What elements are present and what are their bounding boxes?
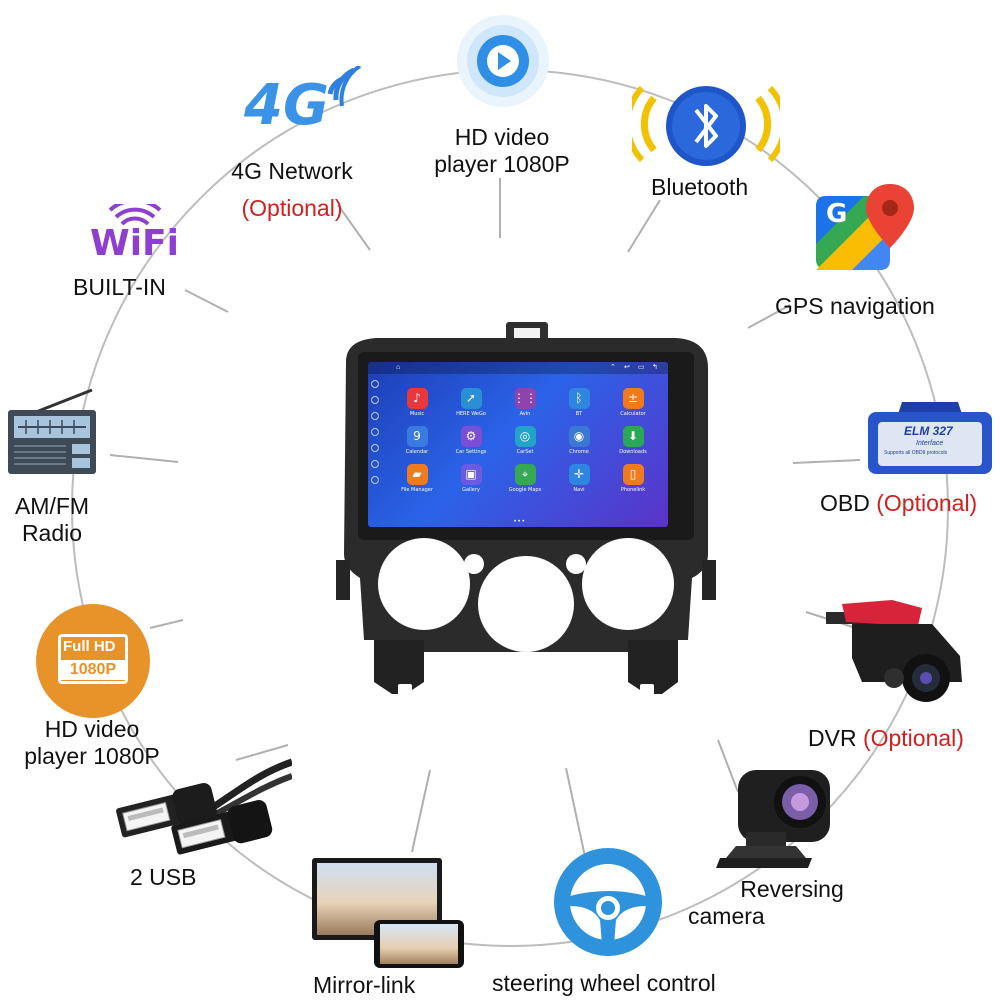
app-avin[interactable]: ⋮⋮ Avin xyxy=(498,388,552,417)
side-button[interactable] xyxy=(371,380,379,388)
app-google-maps[interactable]: ⌖ Google Maps xyxy=(498,464,552,493)
app-chrome[interactable]: ◉ Chrome xyxy=(552,426,606,455)
app-music[interactable]: ♪ Music xyxy=(390,388,444,417)
side-button[interactable] xyxy=(371,444,379,452)
app-label: Phonelink xyxy=(620,487,646,493)
obd-device-icon: ELM 327 Interface Supports all OBDII pro… xyxy=(862,398,998,478)
app-label: Music xyxy=(409,411,425,417)
hd-video-left-label: HD video player 1080P xyxy=(24,716,160,769)
4g-logo-icon: 4G xyxy=(238,64,363,146)
dvr-label: DVR (Optional) xyxy=(808,725,964,751)
navigation-arrow-icon: ➚ xyxy=(460,388,482,409)
app-phonelink[interactable]: ▯ Phonelink xyxy=(606,464,660,493)
dvr-camera-icon xyxy=(822,598,968,708)
equalizer-icon: ⋮⋮ xyxy=(513,388,537,409)
bluetooth-icon: ᛒ xyxy=(568,388,590,409)
app-carset[interactable]: ◎ CarSet xyxy=(498,426,552,455)
side-button[interactable] xyxy=(371,460,379,468)
radio-icon xyxy=(6,388,98,480)
app-label: Calculator xyxy=(620,411,646,417)
steering-wheel-icon xyxy=(552,846,664,958)
phonelink-icon: ▯ xyxy=(622,464,644,485)
app-label: File Manager xyxy=(401,487,433,493)
full-hd-badge-icon: Full HD 1080P xyxy=(36,604,150,718)
app-calculator[interactable]: ± Calculator xyxy=(606,388,660,417)
app-here-wego[interactable]: ➚ HERE WeGo xyxy=(444,388,498,417)
app-label: HERE WeGo xyxy=(456,411,486,417)
app-label: Gallery xyxy=(462,487,480,493)
wifi-label: BUILT-IN xyxy=(73,274,166,300)
usb-label: 2 USB xyxy=(130,864,197,890)
bluetooth-icon xyxy=(624,80,788,172)
hd-video-top-label: HD video player 1080P xyxy=(434,124,570,177)
wifi-logo-icon: WiFi xyxy=(90,204,185,266)
app-label: Google Maps xyxy=(508,487,542,493)
page-indicator: ••• xyxy=(514,519,527,525)
calculator-icon: ± xyxy=(622,388,644,409)
app-bt[interactable]: ᛒ BT xyxy=(552,388,606,417)
app-label: Navi xyxy=(573,487,585,493)
calendar-icon: 9 xyxy=(406,426,428,447)
app-label: Car Settings xyxy=(455,449,487,455)
gallery-icon: ▣ xyxy=(460,464,482,485)
status-bar: ⌂ ⌃ ↩ ▭ ↰ xyxy=(368,362,668,374)
mirror-link-label: Mirror-link xyxy=(313,972,416,998)
app-label: Avin xyxy=(519,411,531,417)
window-icon: ▭ xyxy=(638,364,645,371)
am-fm-radio-label: AM/FM Radio xyxy=(14,493,90,546)
usb-cable-icon xyxy=(112,752,294,862)
app-label: Chrome xyxy=(569,449,589,455)
carset-icon: ◎ xyxy=(514,426,536,447)
app-label: BT xyxy=(575,411,583,417)
app-car-settings[interactable]: ⚙ Car Settings xyxy=(444,426,498,455)
svg-text:G: G xyxy=(826,199,847,229)
music-note-icon: ♪ xyxy=(406,388,428,409)
mirror-link-icon xyxy=(312,858,464,970)
app-downloads[interactable]: ⬇ Downloads xyxy=(606,426,660,455)
android-screen: ⌂ ⌃ ↩ ▭ ↰ ♪ Music ➚ HERE WeGo ⋮⋮ Avin ᛒ BT ± Calc… xyxy=(368,362,668,527)
app-label: Downloads xyxy=(619,449,647,455)
google-maps-icon: G xyxy=(812,182,916,280)
gear-icon: ⚙ xyxy=(460,426,482,447)
app-label: Calendar xyxy=(405,449,429,455)
reversing-camera-icon xyxy=(716,762,834,874)
video-play-icon xyxy=(455,13,551,109)
app-gallery[interactable]: ▣ Gallery xyxy=(444,464,498,493)
compass-icon: ✛ xyxy=(568,464,590,485)
app-label: CarSet xyxy=(516,449,534,455)
4g-network-label: 4G Network (Optional) xyxy=(231,158,353,221)
return-icon: ↰ xyxy=(652,364,658,371)
app-file-manager[interactable]: ▰ File Manager xyxy=(390,464,444,493)
bluetooth-label: Bluetooth xyxy=(651,174,749,200)
chrome-icon: ◉ xyxy=(568,426,590,447)
home-icon: ⌂ xyxy=(396,364,401,371)
folder-icon: ▰ xyxy=(406,464,428,485)
maps-icon: ⌖ xyxy=(514,464,536,485)
app-navi[interactable]: ✛ Navi xyxy=(552,464,606,493)
back-icon: ↩ xyxy=(624,364,630,371)
side-button[interactable] xyxy=(371,412,379,420)
side-button[interactable] xyxy=(371,396,379,404)
steering-wheel-label: steering wheel control xyxy=(492,970,716,996)
expand-icon: ⌃ xyxy=(610,364,616,371)
reversing-camera-label: Reversing camera xyxy=(688,876,844,929)
download-icon: ⬇ xyxy=(622,426,644,447)
side-button[interactable] xyxy=(371,476,379,484)
side-button[interactable] xyxy=(371,428,379,436)
obd-label: OBD (Optional) xyxy=(820,490,978,516)
gps-navigation-label: GPS navigation xyxy=(775,293,935,319)
